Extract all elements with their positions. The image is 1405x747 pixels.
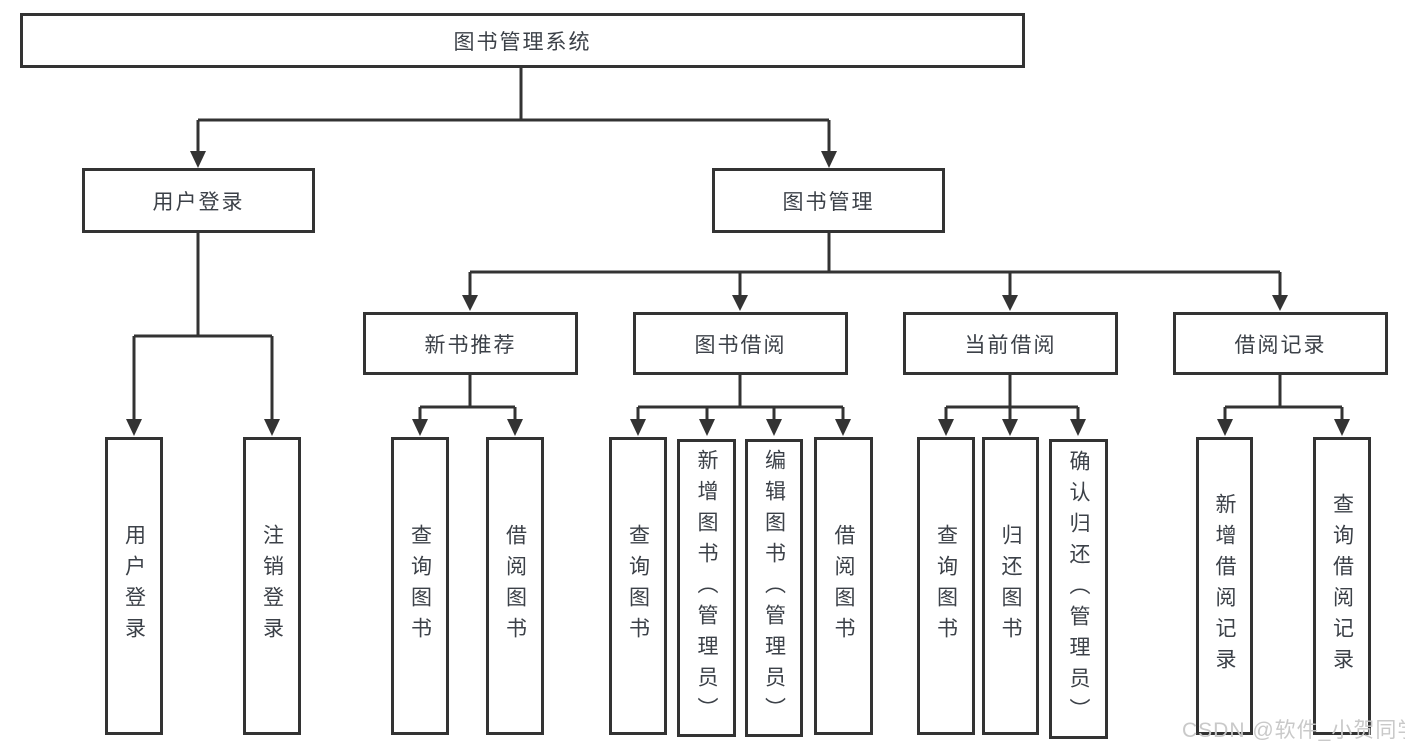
arrowhead	[766, 419, 782, 436]
leaf-borrow-add-label: 新增图书（管理员）	[695, 448, 718, 728]
arrowhead	[732, 295, 748, 311]
leaf-borrow-borrow-label: 借阅图书	[832, 524, 855, 648]
node-new-book-recommend: 新书推荐	[363, 312, 578, 375]
arrowhead	[507, 419, 523, 436]
leaf-current-query: 查询图书	[917, 437, 975, 735]
node-borrow-records: 借阅记录	[1173, 312, 1388, 375]
node-book-borrow: 图书借阅	[633, 312, 848, 375]
arrowhead	[1002, 295, 1018, 311]
node-user-login: 用户登录	[82, 168, 315, 233]
node-current-borrow: 当前借阅	[903, 312, 1118, 375]
arrowhead	[1217, 419, 1233, 436]
leaf-borrow-add: 新增图书（管理员）	[677, 439, 736, 737]
leaf-record-query-label: 查询借阅记录	[1330, 493, 1354, 679]
connector-new-book	[418, 375, 517, 420]
leaf-logout: 注销登录	[243, 437, 301, 735]
arrowhead	[126, 419, 142, 436]
arrowhead	[190, 151, 206, 168]
node-borrow-records-label: 借阅记录	[1234, 333, 1327, 357]
arrowhead	[462, 295, 478, 311]
arrowhead	[699, 419, 715, 436]
connector-user-login	[132, 233, 274, 420]
node-book-management-label: 图书管理	[782, 190, 875, 214]
node-new-book-recommend-label: 新书推荐	[424, 333, 517, 357]
arrowhead	[821, 151, 837, 168]
leaf-user-login: 用户登录	[105, 437, 163, 735]
connector-book-borrow	[636, 375, 845, 420]
arrowhead	[938, 419, 954, 436]
leaf-record-add: 新增借阅记录	[1196, 437, 1253, 735]
leaf-newbook-query-label: 查询图书	[408, 524, 432, 648]
node-root: 图书管理系统	[20, 13, 1025, 68]
leaf-current-return: 归还图书	[982, 437, 1039, 735]
node-user-login-label: 用户登录	[152, 190, 245, 214]
leaf-current-query-label: 查询图书	[934, 524, 958, 648]
arrowhead	[412, 419, 428, 436]
leaf-borrow-edit-label: 编辑图书（管理员）	[762, 448, 786, 728]
node-book-management: 图书管理	[712, 168, 945, 233]
arrowhead	[1272, 295, 1288, 311]
leaf-newbook-query: 查询图书	[391, 437, 449, 735]
arrowhead	[1070, 419, 1086, 436]
arrowhead	[630, 419, 646, 436]
leaf-borrow-borrow: 借阅图书	[814, 437, 873, 735]
csdn-watermark: CSDN @软件_小贺同学	[1182, 719, 1405, 742]
leaf-user-login-label: 用户登录	[122, 524, 146, 648]
connector-borrow-records	[1223, 375, 1344, 420]
arrowhead	[1334, 419, 1350, 436]
arrowhead	[835, 419, 851, 436]
leaf-logout-label: 注销登录	[260, 524, 284, 648]
leaf-current-confirm: 确认归还（管理员）	[1049, 439, 1108, 739]
node-book-borrow-label: 图书借阅	[694, 333, 787, 357]
leaf-record-query: 查询借阅记录	[1313, 437, 1371, 735]
leaf-newbook-borrow: 借阅图书	[486, 437, 544, 735]
connector-book-management	[468, 233, 1282, 296]
leaf-current-confirm-label: 确认归还（管理员）	[1067, 449, 1090, 729]
leaf-current-return-label: 归还图书	[999, 524, 1022, 648]
leaf-record-add-label: 新增借阅记录	[1213, 493, 1236, 679]
leaf-borrow-query-label: 查询图书	[626, 524, 650, 648]
leaf-borrow-query: 查询图书	[609, 437, 667, 735]
leaf-borrow-edit: 编辑图书（管理员）	[745, 439, 803, 737]
connector-current-borrow	[944, 375, 1080, 420]
leaf-newbook-borrow-label: 借阅图书	[503, 524, 527, 648]
arrowhead	[264, 419, 280, 436]
node-root-label: 图书管理系统	[453, 30, 592, 54]
arrowhead	[1002, 419, 1018, 436]
node-current-borrow-label: 当前借阅	[964, 333, 1057, 357]
connector-root	[196, 68, 831, 152]
